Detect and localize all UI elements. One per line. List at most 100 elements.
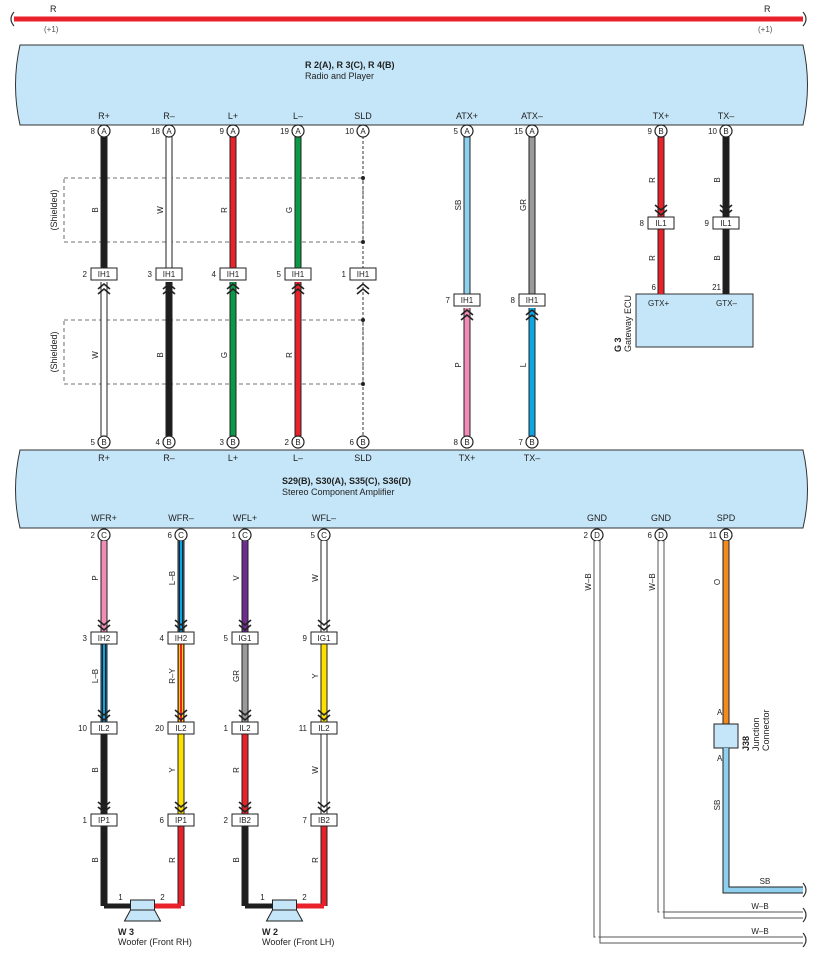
tx-wire-0-label: TX+ bbox=[653, 111, 670, 121]
spd-wire-lower-outline bbox=[722, 748, 803, 894]
atx-wire-1-amp-label: TX– bbox=[524, 453, 541, 463]
woofer-wire-0-amp-pin-letter: C bbox=[101, 531, 107, 540]
radio-wire-1-radio-pin-letter: A bbox=[166, 127, 172, 136]
radio-wire-1-code-upper: W bbox=[156, 206, 165, 214]
atx-wire-1-label: ATX– bbox=[521, 111, 543, 121]
gnd-wire-0-line bbox=[593, 541, 803, 938]
woofer-wire-3-code1: Y bbox=[311, 673, 320, 679]
woofer-wire-2-chevron0 bbox=[238, 619, 252, 632]
radio-wire-3-connector-label: IH1 bbox=[292, 270, 305, 279]
speaker-0-cone bbox=[123, 909, 162, 922]
tx-wire-1-connector bbox=[712, 216, 740, 230]
atx-wire-1-connector-pin: 8 bbox=[511, 296, 516, 305]
radio-wire-0-connector-label: IH1 bbox=[98, 270, 111, 279]
woofer-wire-3-code3: R bbox=[311, 857, 320, 863]
gnd-wire-1-break bbox=[802, 907, 807, 923]
woofer-wire-1-connector2-label: IP1 bbox=[175, 816, 188, 825]
atx-wire-0-radio-pin-letter: A bbox=[464, 127, 470, 136]
atx-wire-0-amp-pin-letter: B bbox=[464, 438, 469, 447]
radio-wire-0-amp-pin-number: 5 bbox=[91, 438, 96, 447]
gnd-wire-0-amp-pin-letter: D bbox=[594, 531, 600, 540]
radio-wire-4-amp-pin-number: 6 bbox=[350, 438, 355, 447]
gateway-name: Gateway ECU bbox=[623, 295, 633, 352]
radio-wire-3-amp-label: L– bbox=[293, 453, 303, 463]
woofer-wire-2-chevron1 bbox=[238, 709, 252, 722]
radio-wire-3-radio-pin-letter: A bbox=[295, 127, 301, 136]
woofer-wire-2-connector0 bbox=[231, 631, 259, 645]
woofer-wire-1-code0: L–B bbox=[168, 571, 177, 585]
woofer-wire-2-code1: GR bbox=[232, 670, 241, 682]
radio-wire-3-code-upper: G bbox=[285, 207, 294, 213]
radio-wire-4-label: SLD bbox=[354, 111, 372, 121]
woofer-wire-0-connector2 bbox=[90, 813, 118, 827]
radio-wire-0-radio-pin-number: 8 bbox=[91, 127, 96, 136]
speaker-rh-name: Woofer (Front RH) bbox=[118, 937, 192, 947]
tx-wire-0-radio-pin bbox=[654, 124, 668, 138]
woofer-wire-0-connector1 bbox=[90, 721, 118, 735]
woofer-wire-2-connector1-label: IL2 bbox=[239, 724, 251, 733]
tx-wire-0-connector-pin: 8 bbox=[640, 219, 645, 228]
atx-wire-0-code-upper: SB bbox=[454, 200, 463, 211]
radio-wire-1-code-lower: B bbox=[156, 352, 165, 357]
woofer-wire-1-chevron2 bbox=[174, 801, 188, 814]
shield-bottom-label: (Shielded) bbox=[49, 331, 59, 372]
woofer-wire-0-chevron2 bbox=[97, 801, 111, 814]
woofer-wire-3-connector2-pin: 7 bbox=[303, 816, 308, 825]
gateway-code: G 3 bbox=[613, 337, 623, 352]
radio-wire-4-radio-pin-letter: A bbox=[360, 127, 366, 136]
woofer-wire-3-connector2 bbox=[310, 813, 338, 827]
woofer-wire-3-amp-pin-letter: C bbox=[321, 531, 327, 540]
speaker-0-pin-right: 2 bbox=[160, 893, 165, 902]
woofer-wire-3-connector2-label: IB2 bbox=[318, 816, 331, 825]
atx-wire-0-amp-pin-number: 8 bbox=[454, 438, 459, 447]
radio-wire-1-chevron bbox=[162, 282, 176, 295]
spd-wire-code-upper: O bbox=[713, 579, 722, 585]
speaker-1-body bbox=[272, 899, 297, 911]
woofer-wire-2-connector0-pin: 5 bbox=[224, 634, 229, 643]
woofer-wire-1-chevron0 bbox=[174, 619, 188, 632]
shield-top-label: (Shielded) bbox=[49, 189, 59, 230]
tx-wire-0-connector bbox=[647, 216, 675, 230]
tx-wire-1-radio-pin-letter: B bbox=[723, 127, 728, 136]
gnd-wire-0-code: W–B bbox=[584, 573, 593, 590]
radio-wire-3-radio-pin-number: 19 bbox=[280, 127, 289, 136]
junction-name2: Connector bbox=[761, 709, 771, 751]
radio-wire-2-amp-pin bbox=[226, 435, 240, 449]
amp-title: S29(B), S30(A), S35(C), S36(D) bbox=[282, 476, 411, 486]
tx-wire-1-connector-label: IL1 bbox=[720, 219, 732, 228]
radio-wire-1-connector bbox=[155, 267, 183, 281]
woofer-wire-0-connector0 bbox=[90, 631, 118, 645]
tx-wire-1-radio-pin-number: 10 bbox=[708, 127, 717, 136]
gnd-wire-1-line bbox=[657, 541, 803, 913]
woofer-wire-3-connector1-pin: 11 bbox=[299, 724, 308, 733]
tx-wire-1-connector-pin: 9 bbox=[705, 219, 710, 228]
radio-wire-2-code-upper: R bbox=[220, 207, 229, 213]
woofer-wire-1-connector1 bbox=[167, 721, 195, 735]
woofer-wire-3-code2: W bbox=[311, 766, 320, 774]
speaker-lh-code: W 2 bbox=[262, 927, 278, 937]
gnd-wire-1-amp-pin-number: 6 bbox=[648, 531, 653, 540]
atx-wire-0-connector-pin: 7 bbox=[446, 296, 451, 305]
tx-wire-0-radio-pin-letter: B bbox=[658, 127, 663, 136]
speaker-lh-name: Woofer (Front LH) bbox=[262, 937, 334, 947]
woofer-wire-0-connector1-label: IL2 bbox=[98, 724, 110, 733]
woofer-wire-1-connector2 bbox=[167, 813, 195, 827]
bus-sub-right: (+1) bbox=[758, 25, 773, 34]
woofer-wire-2-connector2-label: IB2 bbox=[239, 816, 252, 825]
woofer-wire-2-chevron2 bbox=[238, 801, 252, 814]
junction-name1: Junction bbox=[751, 717, 761, 751]
radio-wire-2-code-lower: G bbox=[220, 352, 229, 358]
wires-layer: R+A8IH12B5R+BWR–A18IH13B4R–WBL+A9IH14B3L… bbox=[78, 111, 807, 948]
bus-sub-left: (+1) bbox=[44, 25, 59, 34]
spd-wire-end-code: SB bbox=[760, 877, 771, 886]
spd-wire-code-lower: SB bbox=[713, 800, 722, 811]
amp-panel: S29(B), S30(A), S35(C), S36(D) Stereo Co… bbox=[15, 449, 808, 529]
gnd-wire-1-line bbox=[663, 541, 803, 919]
atx-wire-1-radio-pin bbox=[525, 124, 539, 138]
radio-wire-3-amp-pin bbox=[291, 435, 305, 449]
radio-wire-0-amp-pin-letter: B bbox=[101, 438, 106, 447]
spd-wire-label: SPD bbox=[717, 513, 736, 523]
atx-wire-1-connector bbox=[518, 293, 546, 307]
radio-wire-0-chevron bbox=[97, 282, 111, 295]
woofer-wire-2-connector2-pin: 2 bbox=[224, 816, 229, 825]
